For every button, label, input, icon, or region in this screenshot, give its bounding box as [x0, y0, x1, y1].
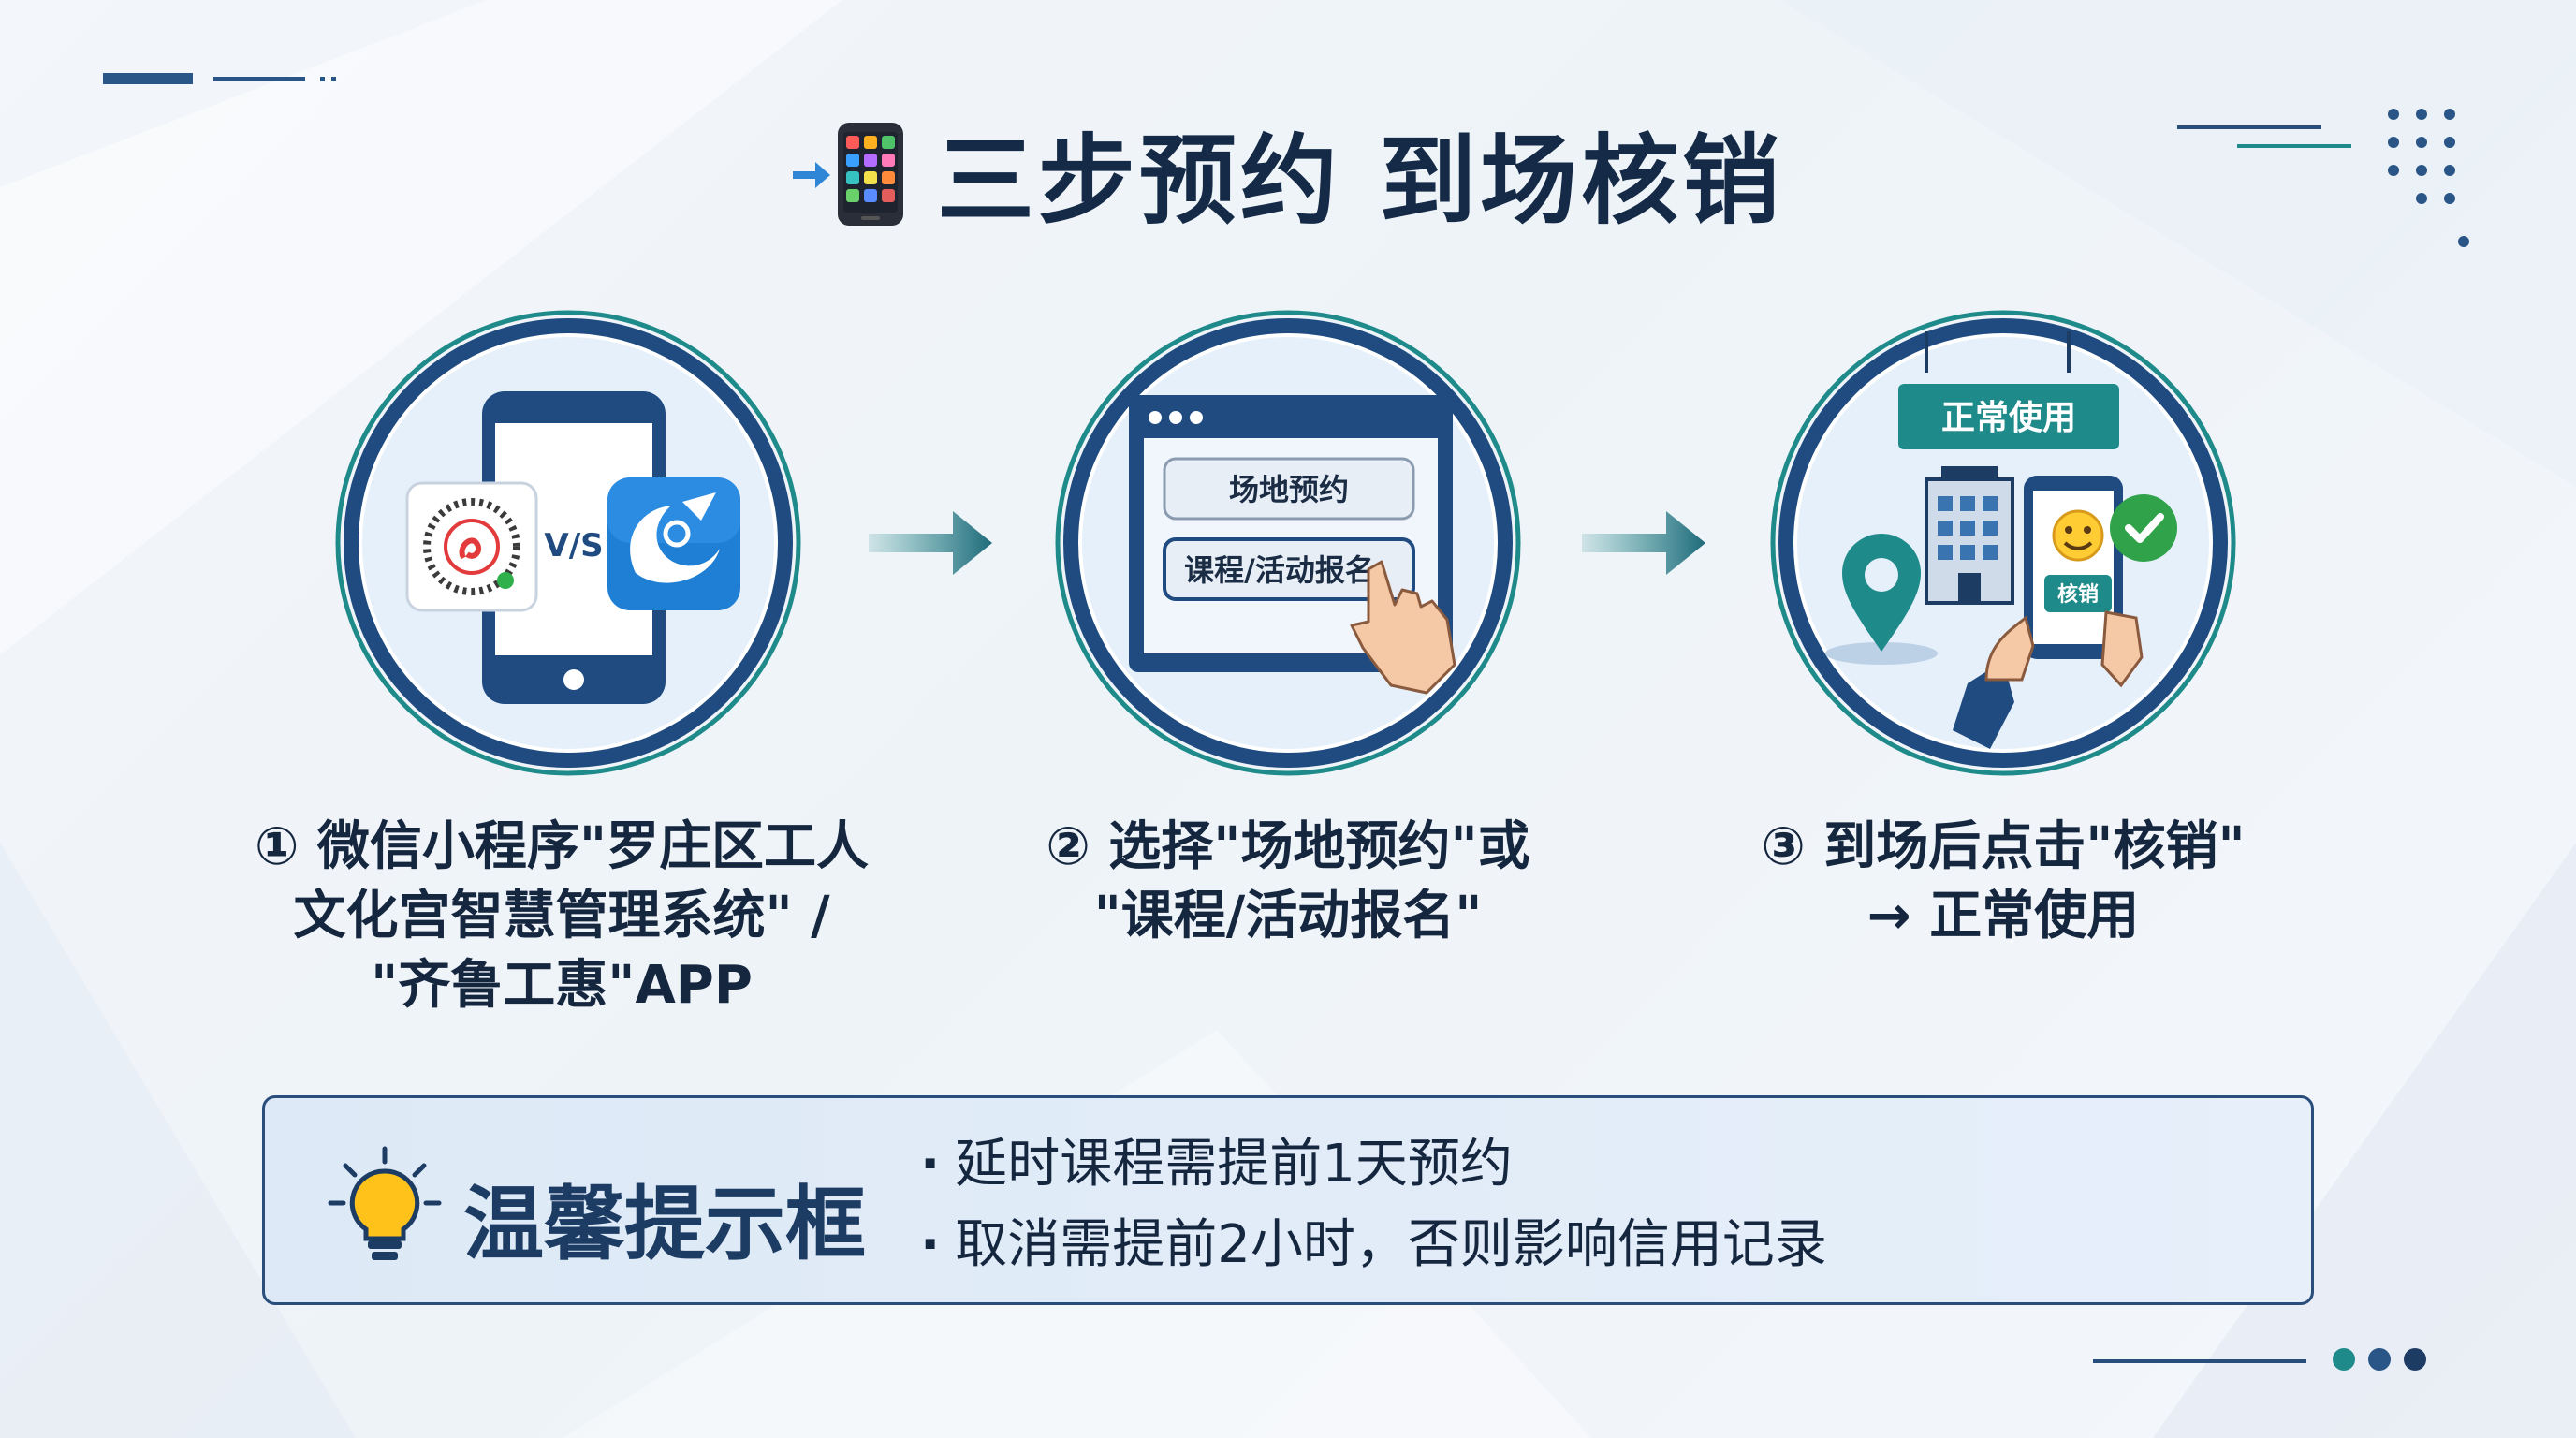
step1-description: ① 微信小程序"罗庄区工人 文化宫智慧管理系统" / "齐鲁工惠"APP [254, 816, 870, 1016]
page-title-text: 三步预约 到场核销 [936, 124, 1784, 238]
pointing-hand-icon [1350, 560, 1456, 695]
list-item: 取消需提前2小时，否则影响信用记录 [920, 1205, 1827, 1285]
arrow-right-icon-2 [1582, 511, 1705, 575]
list-item: 延时课程需提前1天预约 [920, 1124, 1827, 1205]
top-right-decoration [2177, 109, 2469, 247]
normal-use-sign: 正常使用 [1941, 399, 2076, 437]
bottom-right-decoration [2093, 1348, 2426, 1371]
vs-label: V/S [544, 527, 603, 565]
course-signup-button: 课程/活动报名 [1184, 552, 1375, 588]
mobile-phone-icon [792, 123, 903, 226]
verify-button: 核销 [2057, 582, 2099, 607]
tip-list: 延时课程需提前1天预约 取消需提前2小时，否则影响信用记录 [920, 1124, 1827, 1285]
step2-illustration: 场地预约 课程/活动报名 [1054, 309, 1522, 777]
step1-illustration: V/S [334, 309, 802, 777]
step3-illustration: 正常使用 核销 [1769, 309, 2237, 777]
step2-description: ② 选择"场地预约"或 "课程/活动报名" [1046, 816, 1530, 946]
top-left-decoration [103, 73, 336, 84]
page-title: 三步预约 到场核销 [0, 101, 2576, 242]
step3-description: ③ 到场后点击"核销" → 正常使用 [1761, 816, 2246, 946]
arrow-right-icon [869, 511, 992, 575]
tip-title: 温馨提示框 [463, 1178, 866, 1271]
light-bulb-icon [328, 1146, 442, 1260]
venue-booking-button: 场地预约 [1229, 472, 1349, 507]
tip-box: 温馨提示框 延时课程需提前1天预约 取消需提前2小时，否则影响信用记录 [262, 1095, 2314, 1305]
checkmark-icon [2110, 494, 2177, 562]
location-pin-icon [1842, 534, 1921, 652]
building-icon [1925, 466, 2014, 605]
